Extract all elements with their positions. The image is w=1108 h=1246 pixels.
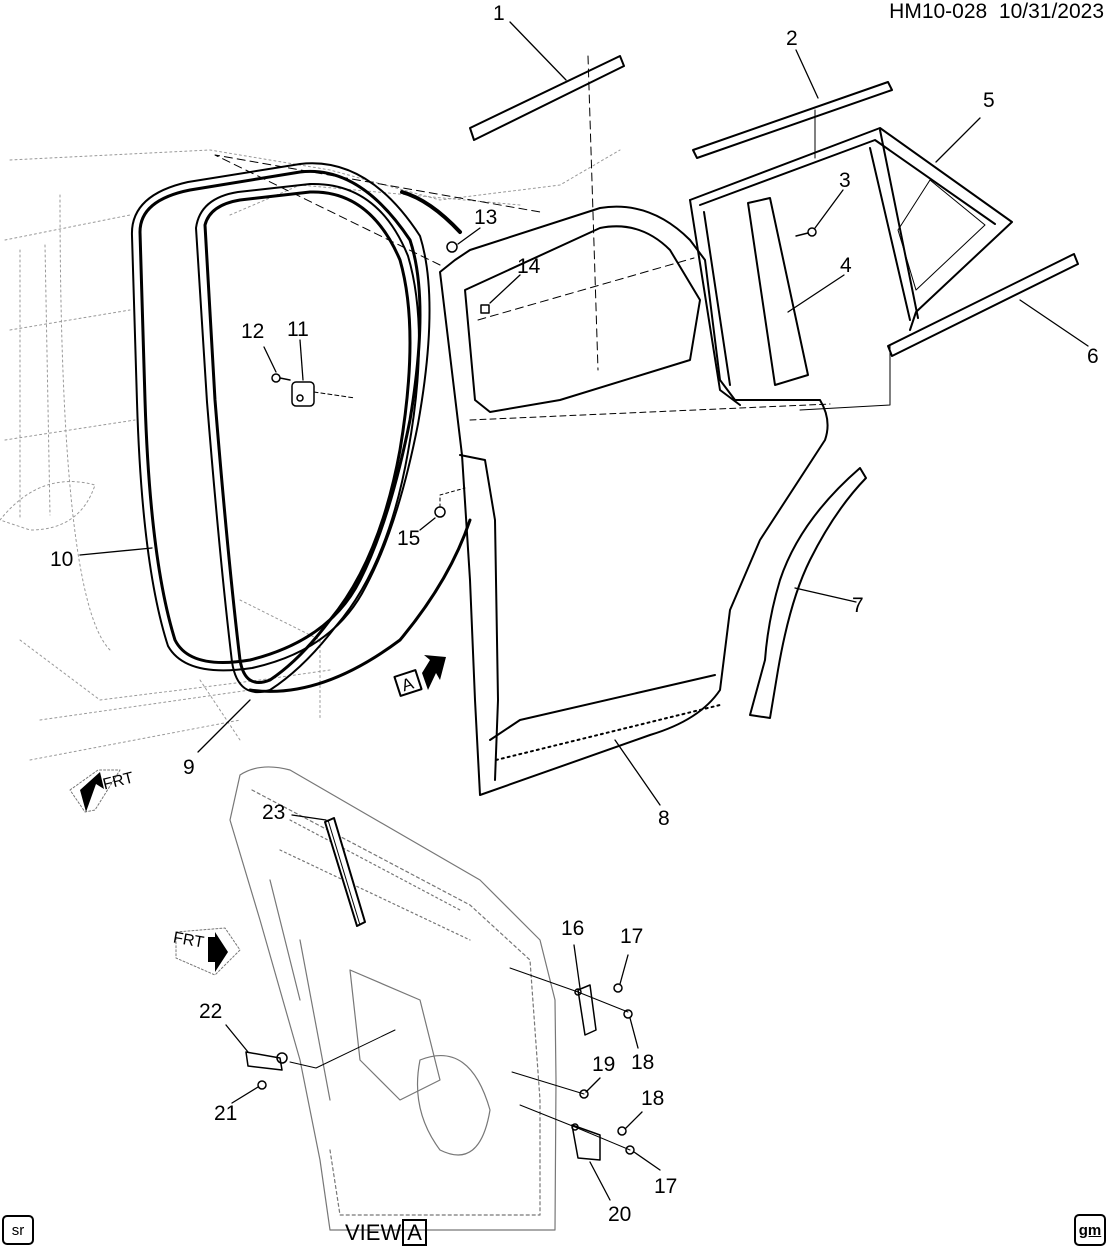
callout-6: 6: [1087, 345, 1099, 368]
view-label-prefix: VIEW: [345, 1219, 402, 1245]
part-14-clip: [480, 304, 490, 314]
sr-badge: sr: [2, 1215, 34, 1245]
part-16-upper-hinge: [574, 984, 597, 1036]
callout-11: 11: [287, 318, 309, 341]
part-6-rear-belt-molding: [887, 253, 1079, 357]
leader-lines: [79, 21, 1089, 806]
part-22-check-link: [245, 1051, 288, 1071]
view-a-arrow: [393, 655, 446, 697]
part-20-lower-hinge: [571, 1123, 601, 1161]
callout-10: 10: [50, 548, 74, 571]
callout-21: 21: [214, 1102, 238, 1125]
callout-17: 17: [620, 925, 644, 948]
part-8-rear-door: [439, 205, 831, 796]
gm-logo-badge: gm: [1074, 1214, 1106, 1246]
callout-13: 13: [474, 206, 498, 229]
vehicle-body-outline: [0, 149, 621, 761]
callout-19: 19: [592, 1053, 616, 1076]
part-10-door-weatherstrip: [130, 162, 431, 672]
part-4-pillar-applique: [747, 197, 809, 386]
part-12-bolt: [271, 373, 291, 383]
callout-8: 8: [658, 807, 670, 830]
callout-23: 23: [262, 801, 286, 824]
diagram-date: 10/31/2023: [998, 0, 1104, 23]
callout-18: 18: [641, 1087, 665, 1110]
part-11-striker: [291, 381, 356, 407]
view-a-label: VIEW A: [345, 1219, 427, 1246]
callout-7: 7: [852, 594, 864, 617]
part-2-roof-molding: [692, 81, 893, 159]
callout-17: 17: [654, 1175, 678, 1198]
callout-3: 3: [839, 169, 851, 192]
callout-9: 9: [183, 756, 195, 779]
part-13-clip: [446, 241, 458, 253]
part-5-window-frame: [689, 127, 1013, 406]
callout-14: 14: [517, 255, 541, 278]
part-9-inner-weatherstrip: [195, 182, 472, 693]
callout-5: 5: [983, 89, 995, 112]
front-direction-arrow-lower: [175, 927, 241, 976]
hinge-bolts: [579, 983, 635, 1155]
diagram-header: HM10-028 10/31/2023: [889, 0, 1104, 24]
part-21-bolt: [257, 1080, 267, 1090]
front-direction-arrow-upper: [69, 769, 121, 813]
callout-18: 18: [631, 1051, 655, 1074]
callout-12: 12: [241, 320, 265, 343]
part-7-wheel-molding: [749, 467, 867, 719]
callout-15: 15: [397, 527, 421, 550]
hardware-leader-lines: [225, 814, 661, 1201]
callout-1: 1: [493, 2, 505, 25]
part-23-glass-run-channel: [324, 817, 366, 927]
diagram-id: HM10-028: [889, 0, 988, 23]
callout-2: 2: [786, 27, 798, 50]
callout-20: 20: [608, 1203, 632, 1226]
inner-door-panel: [229, 766, 557, 1231]
part-1-belt-molding: [469, 55, 625, 141]
view-label-letter: A: [402, 1219, 427, 1246]
callout-4: 4: [840, 254, 852, 277]
part-3-screw: [795, 227, 817, 237]
part-15-bolt: [434, 487, 466, 518]
callout-22: 22: [199, 1000, 223, 1023]
callout-16: 16: [561, 917, 585, 940]
